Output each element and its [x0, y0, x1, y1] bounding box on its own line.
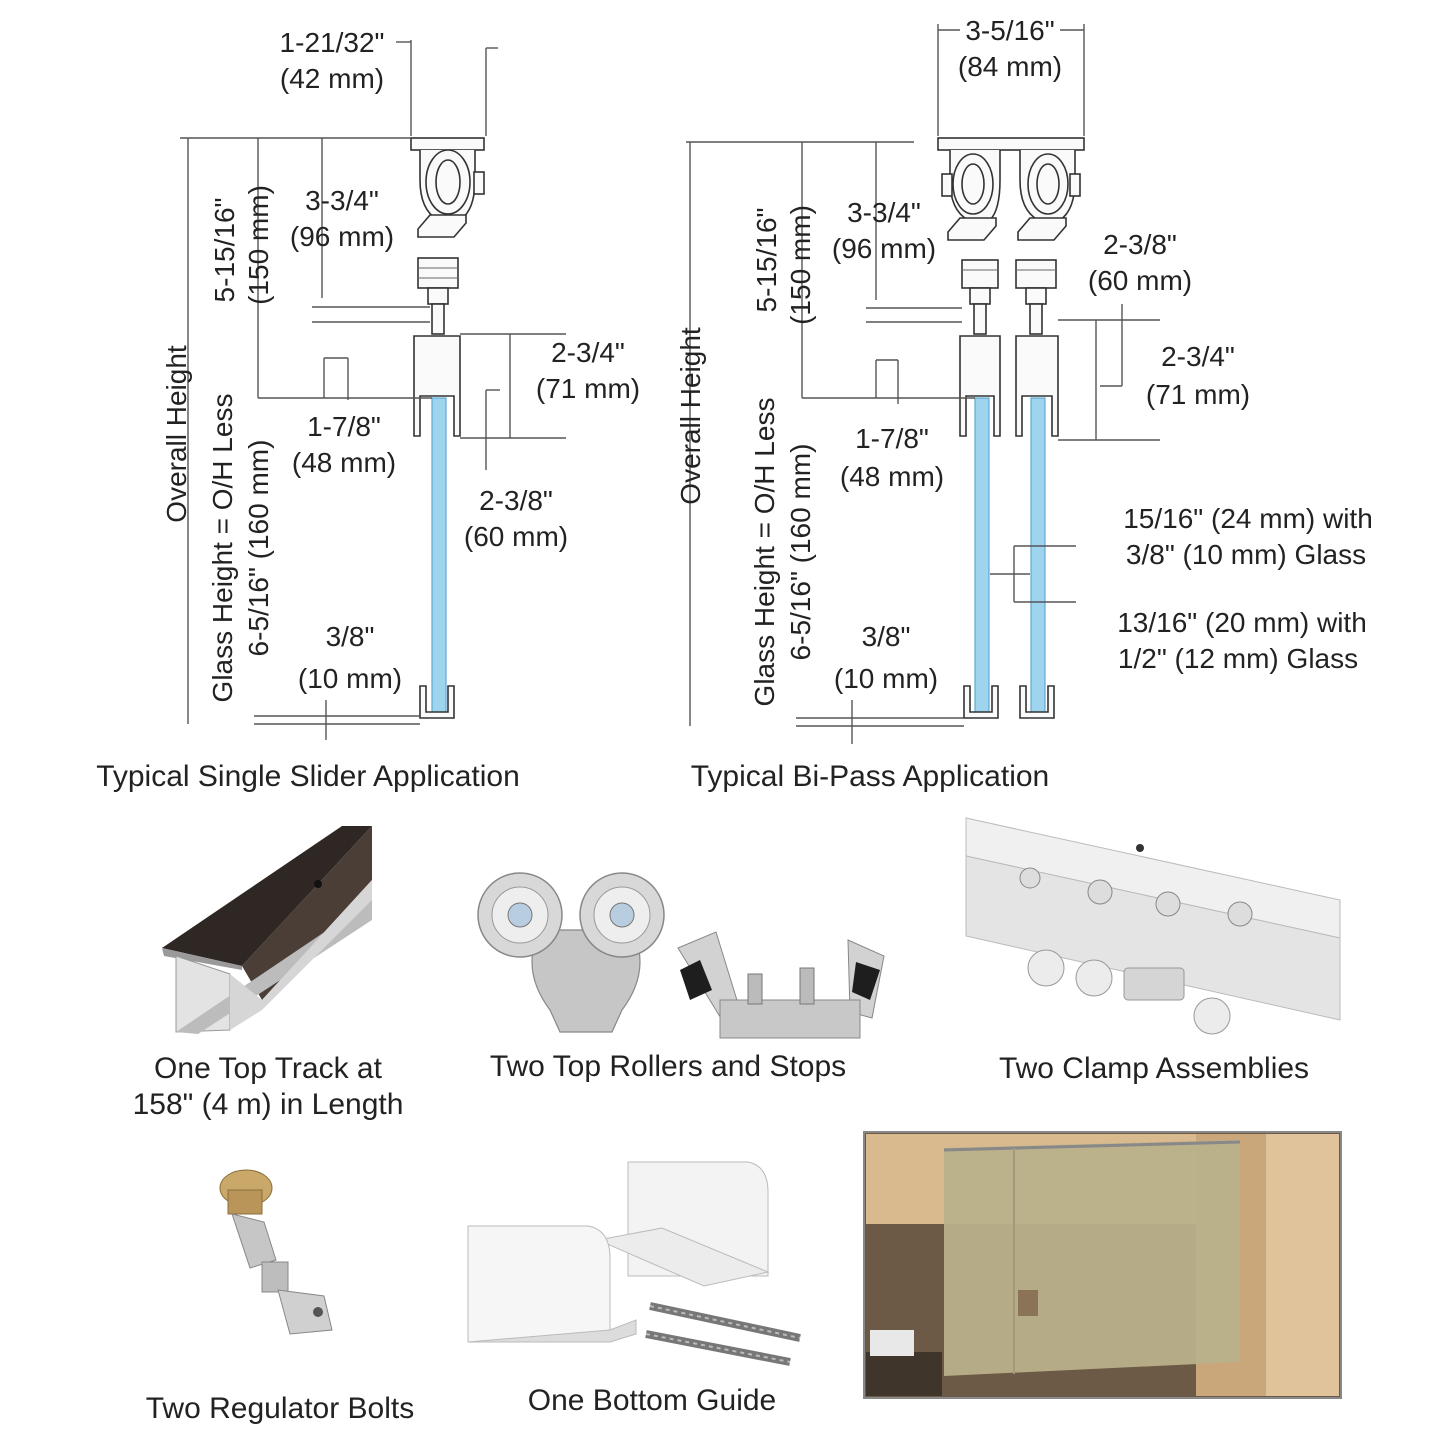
bipass-gap-20-line2: 1/2" (12 mm) Glass [1118, 643, 1358, 674]
regulator-bolts-image [219, 1169, 333, 1335]
bipass-diagram: 3-5/16" (84 mm) 3-3/4" (96 mm) 2-3/8" (6… [675, 15, 1373, 793]
bipass-width-dim: 3-5/16" [965, 15, 1054, 46]
bipass-hardware [937, 137, 1085, 719]
single-overall-height: Overall Height [161, 345, 192, 523]
single-width-dim-mm: (42 mm) [280, 63, 384, 94]
clamp-assemblies-image [965, 817, 1341, 1035]
top-track-label-line2: 158" (4 m) in Length [133, 1088, 404, 1121]
bipass-71-dim-mm: (71 mm) [1146, 379, 1250, 410]
single-60-dim-mm: (60 mm) [464, 521, 568, 552]
bipass-gap-20-line1: 13/16" (20 mm) with [1117, 607, 1367, 638]
bipass-caption: Typical Bi-Pass Application [691, 760, 1050, 793]
top-rollers-image [477, 872, 885, 1039]
bipass-10-dim: 3/8" [862, 621, 911, 652]
single-60-dim: 2-3/8" [479, 485, 553, 516]
single-96-dim: 3-3/4" [305, 185, 379, 216]
bipass-60-dim: 2-3/8" [1103, 229, 1177, 260]
bipass-gap-24-line1: 15/16" (24 mm) with [1123, 503, 1373, 534]
installation-photo [863, 1131, 1342, 1399]
single-slider-diagram: 1-21/32" (42 mm) 3-3/4" (96 mm) 2-3/4" (… [96, 27, 640, 793]
bipass-48-dim-mm: (48 mm) [840, 461, 944, 492]
regulator-bolts-label: Two Regulator Bolts [146, 1392, 414, 1425]
bottom-guide-image [467, 1161, 801, 1366]
single-slider-dimension-lines [180, 40, 566, 740]
bipass-glass-height-1: Glass Height = O/H Less [749, 398, 780, 707]
bipass-gap-24-line2: 3/8" (10 mm) Glass [1126, 539, 1366, 570]
bipass-60-dim-mm: (60 mm) [1088, 265, 1192, 296]
single-slider-hardware [410, 137, 485, 719]
top-rollers-label: Two Top Rollers and Stops [490, 1050, 846, 1083]
single-71-dim-mm: (71 mm) [536, 373, 640, 404]
top-track-image [162, 826, 372, 1034]
single-48-dim-mm: (48 mm) [292, 447, 396, 478]
bipass-overall-height: Overall Height [675, 327, 706, 505]
single-width-dim: 1-21/32" [280, 27, 385, 58]
single-10-dim-mm: (10 mm) [298, 663, 402, 694]
bipass-10-dim-mm: (10 mm) [834, 663, 938, 694]
bipass-71-dim: 2-3/4" [1161, 341, 1235, 372]
bottom-guide-label: One Bottom Guide [528, 1384, 776, 1417]
bipass-glass-height-2: 6-5/16" (160 mm) [785, 444, 816, 661]
bipass-96-dim: 3-3/4" [847, 197, 921, 228]
bipass-96-dim-mm: (96 mm) [832, 233, 936, 264]
bipass-150-dim-mm: (150 mm) [785, 205, 816, 325]
top-track-label-line1: One Top Track at [154, 1052, 383, 1085]
single-slider-caption: Typical Single Slider Application [96, 760, 520, 793]
bipass-dimension-lines [686, 24, 1160, 744]
single-96-dim-mm: (96 mm) [290, 221, 394, 252]
bipass-48-dim: 1-7/8" [855, 423, 929, 454]
bipass-150-dim: 5-15/16" [751, 208, 782, 313]
single-150-dim-mm: (150 mm) [243, 185, 274, 305]
single-48-dim: 1-7/8" [307, 411, 381, 442]
single-glass-height-1: Glass Height = O/H Less [207, 394, 238, 703]
bipass-width-dim-mm: (84 mm) [958, 51, 1062, 82]
single-10-dim: 3/8" [326, 621, 375, 652]
single-71-dim: 2-3/4" [551, 337, 625, 368]
single-150-dim: 5-15/16" [209, 198, 240, 303]
clamp-assemblies-label: Two Clamp Assemblies [999, 1052, 1309, 1085]
single-glass-height-2: 6-5/16" (160 mm) [243, 440, 274, 657]
